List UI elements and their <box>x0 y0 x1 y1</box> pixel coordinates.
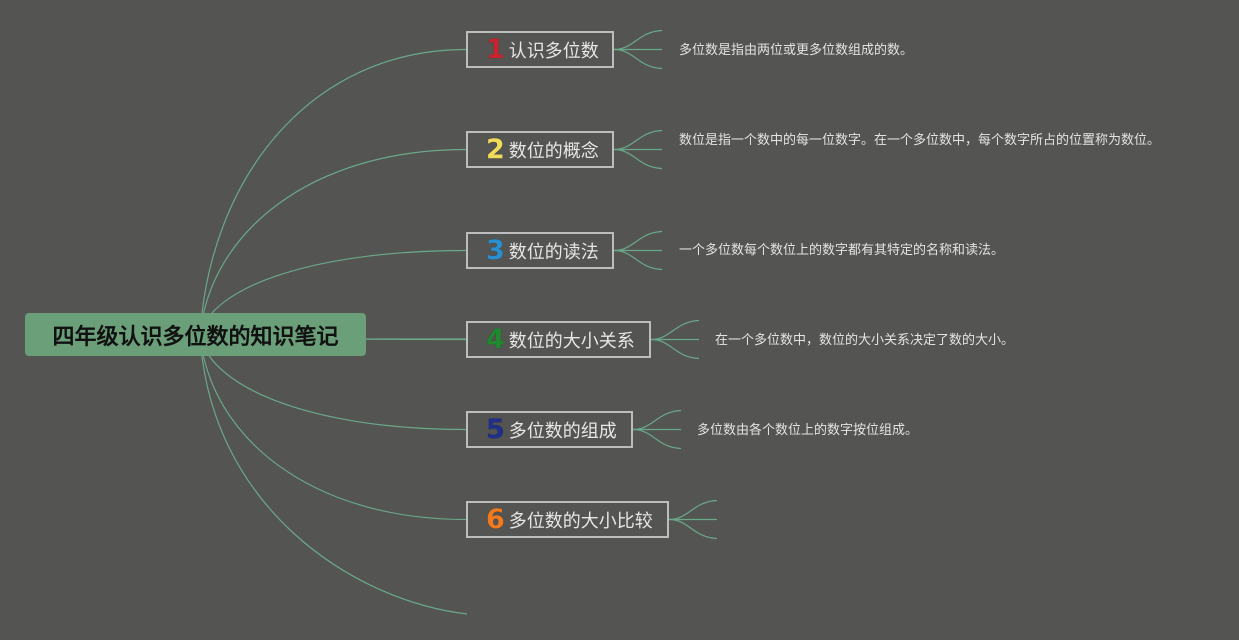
fan-line-bottom-2 <box>613 148 663 170</box>
topic-number-5: 5 <box>486 414 505 445</box>
topic-description-1[interactable]: 多位数是指由两位或更多位数组成的数。 <box>679 43 914 58</box>
topic-number-2: 2 <box>486 134 505 165</box>
topic-5[interactable]: 5 多位数的组成 <box>466 411 633 448</box>
branch-line-1 <box>199 48 467 336</box>
topic-label-4: 数位的大小关系 <box>508 330 635 352</box>
branch-line-2 <box>199 148 467 336</box>
topic-label-1: 认识多位数 <box>508 40 599 62</box>
topic-label-3: 数位的读法 <box>508 241 599 263</box>
fan-line-bottom-3 <box>613 249 663 271</box>
topic-number-4: 4 <box>486 324 505 355</box>
topic-label-6: 多位数的大小比较 <box>508 510 653 532</box>
topic-description-2[interactable]: 数位是指一个数中的每一位数字。在一个多位数中，每个数字所占的位置称为数位。 <box>679 133 1161 148</box>
branch-line-extra <box>199 334 468 615</box>
fan-line-top-3 <box>613 230 663 252</box>
fan-line-bottom-1 <box>613 48 663 70</box>
topic-label-5: 多位数的组成 <box>508 420 617 442</box>
topic-1[interactable]: 1 认识多位数 <box>466 31 614 68</box>
fan-line-top-4 <box>650 319 700 341</box>
topic-number-1: 1 <box>486 34 505 65</box>
branch-line-6 <box>199 334 467 521</box>
topic-3[interactable]: 3 数位的读法 <box>466 232 614 269</box>
topic-number-6: 6 <box>486 504 505 535</box>
topic-6[interactable]: 6 多位数的大小比较 <box>466 501 669 538</box>
topic-2[interactable]: 2 数位的概念 <box>466 131 614 168</box>
fan-line-top-2 <box>613 129 663 151</box>
topic-number-3: 3 <box>486 235 505 266</box>
root-topic[interactable]: 四年级认识多位数的知识笔记 <box>25 313 366 356</box>
topic-description-4[interactable]: 在一个多位数中，数位的大小关系决定了数的大小。 <box>715 333 1015 348</box>
fan-line-top-6 <box>668 499 718 521</box>
fan-line-top-1 <box>613 29 663 51</box>
topic-description-3[interactable]: 一个多位数每个数位上的数字都有其特定的名称和读法。 <box>679 243 1005 258</box>
topic-4[interactable]: 4 数位的大小关系 <box>466 321 651 358</box>
fan-line-top-5 <box>632 409 682 431</box>
fan-line-bottom-5 <box>632 428 682 450</box>
fan-line-bottom-6 <box>668 518 718 540</box>
topic-description-5[interactable]: 多位数由各个数位上的数字按位组成。 <box>697 423 919 438</box>
topic-label-2: 数位的概念 <box>508 140 599 162</box>
root-topic-label: 四年级认识多位数的知识笔记 <box>52 324 339 350</box>
fan-line-bottom-4 <box>650 338 700 360</box>
